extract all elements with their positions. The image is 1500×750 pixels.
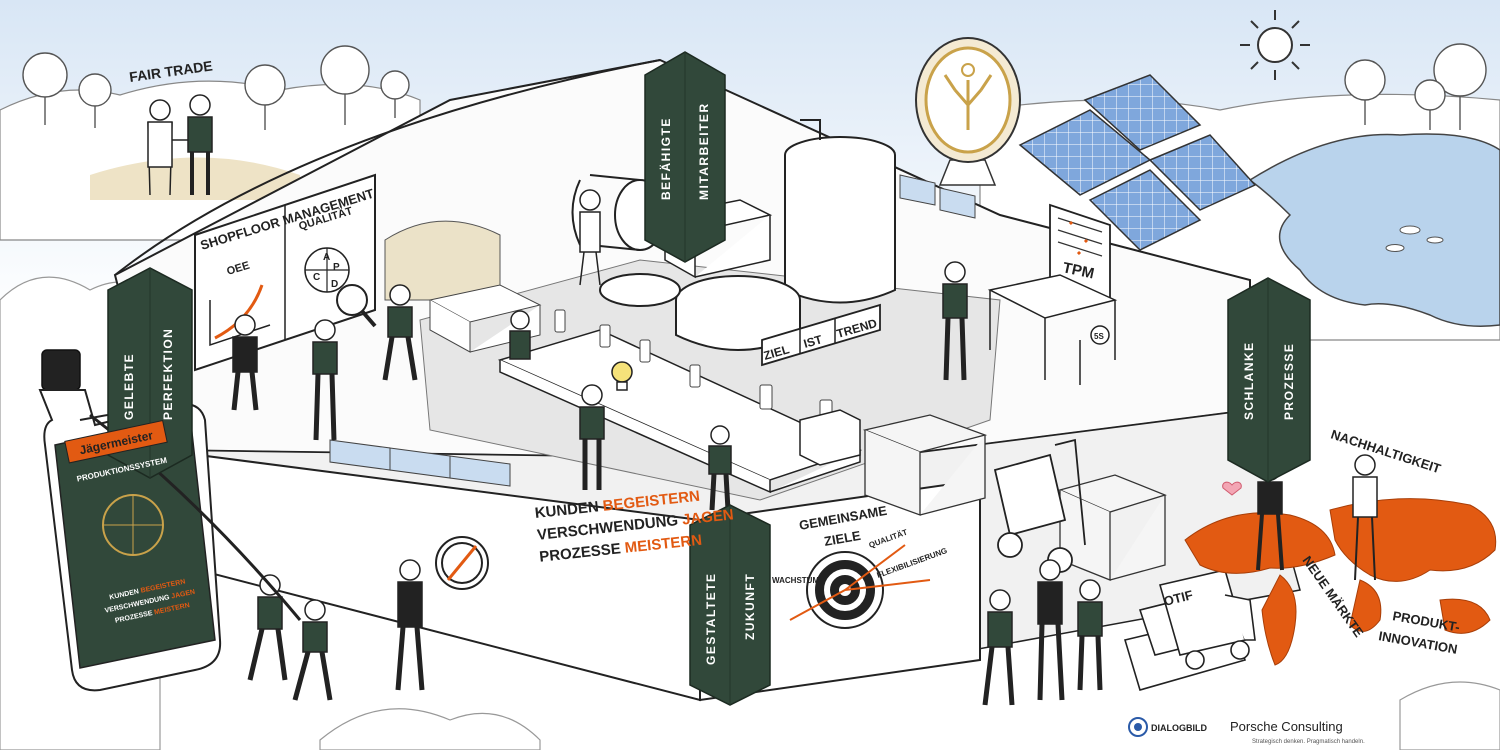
nachhaltigkeit-label: NACHHALTIGKEIT [1329,427,1443,477]
porsche-tagline: Strategisch denken. Pragmatisch handeln. [1252,739,1365,745]
worker [942,261,968,381]
porsche-text: Porsche Consulting [1230,719,1343,734]
sun-icon [1240,10,1310,80]
worker [395,559,425,691]
pillar-label: BEFÄHIGTE [658,117,673,200]
pdca-p: P [333,262,340,273]
ziel-label: ZIEL [762,342,791,363]
worker [579,384,605,490]
pdca-d: D [331,279,338,290]
pdca-a: A [323,252,330,263]
dialogbild-text: DIALOGBILD [1151,723,1207,733]
target-icon [789,544,931,629]
pillar-label: GESTALTETE [704,572,718,665]
truck [1158,569,1256,670]
lake [1248,133,1500,327]
ist-label: IST [802,332,824,351]
light-bulb-icon [611,361,633,391]
workers [231,189,1378,706]
five-s-label: 5S [1094,332,1104,341]
magnifier-icon [336,284,377,328]
hill-window [384,220,501,301]
pillar-gestaltete-zukunft: GESTALTETE ZUKUNFT [689,504,771,706]
worker [312,319,338,441]
worker [982,589,1015,706]
dialogbild-logo: DIALOGBILD [1128,717,1207,737]
pillar-label: ZUKUNFT [743,573,757,640]
solar-panels [1018,74,1257,251]
factory-roof [114,59,661,276]
cloud [1399,681,1500,750]
pillar-label: PERFEKTION [161,328,175,420]
tpm-label: TPM [1061,259,1096,282]
worker [708,425,732,511]
tree-icon [22,45,410,130]
box [799,409,861,466]
gemeinsame-ziele-label-2: ZIELE [823,528,862,549]
bottle-slogan-accent: JAGEN [171,589,196,601]
pillar-label: SCHLANKE [1242,341,1256,420]
pdca-c: C [313,272,320,283]
windows-front [329,439,511,487]
cloud [319,708,541,750]
tree-icon [1344,43,1487,130]
lily-pads [1385,225,1444,252]
pillar-gelebte-perfektion: GELEBTE PERFEKTION [107,267,193,479]
worker [231,314,259,411]
pillar-schlanke-prozesse: SCHLANKE PROZESSE [1227,277,1311,483]
porsche-consulting-logo: Porsche Consulting Strategisch denken. P… [1230,719,1365,745]
compass-icon [435,536,489,590]
pillar-befaehigte-mitarbeiter: BEFÄHIGTE MITARBEITER [644,51,726,263]
worker [292,599,333,701]
pillar-label: GELEBTE [122,353,136,420]
worker [1037,559,1065,701]
wachstum-label: WACHSTUM [772,576,819,585]
worker [382,284,418,381]
worker [579,189,601,286]
ziel-ist-trend-sign [761,303,881,367]
pillar-label: PROZESSE [1282,343,1296,420]
pillar-label: MITARBEITER [697,102,711,200]
otif-label: OTIF [1162,587,1194,609]
tank-machinery [784,119,896,304]
pallets [862,414,1167,581]
filling-machine [599,273,801,351]
workbench [987,274,1118,385]
forklift [993,438,1086,573]
tpm-board [1049,203,1111,302]
worker [509,310,531,360]
worker [1077,579,1103,691]
worker [1352,454,1378,581]
sand-patch [90,157,300,200]
fair-trade-people [147,94,213,196]
windows-back [899,174,976,219]
slogan-accent: JAGEN [681,506,734,528]
stag-emblem-icon [915,37,1021,186]
